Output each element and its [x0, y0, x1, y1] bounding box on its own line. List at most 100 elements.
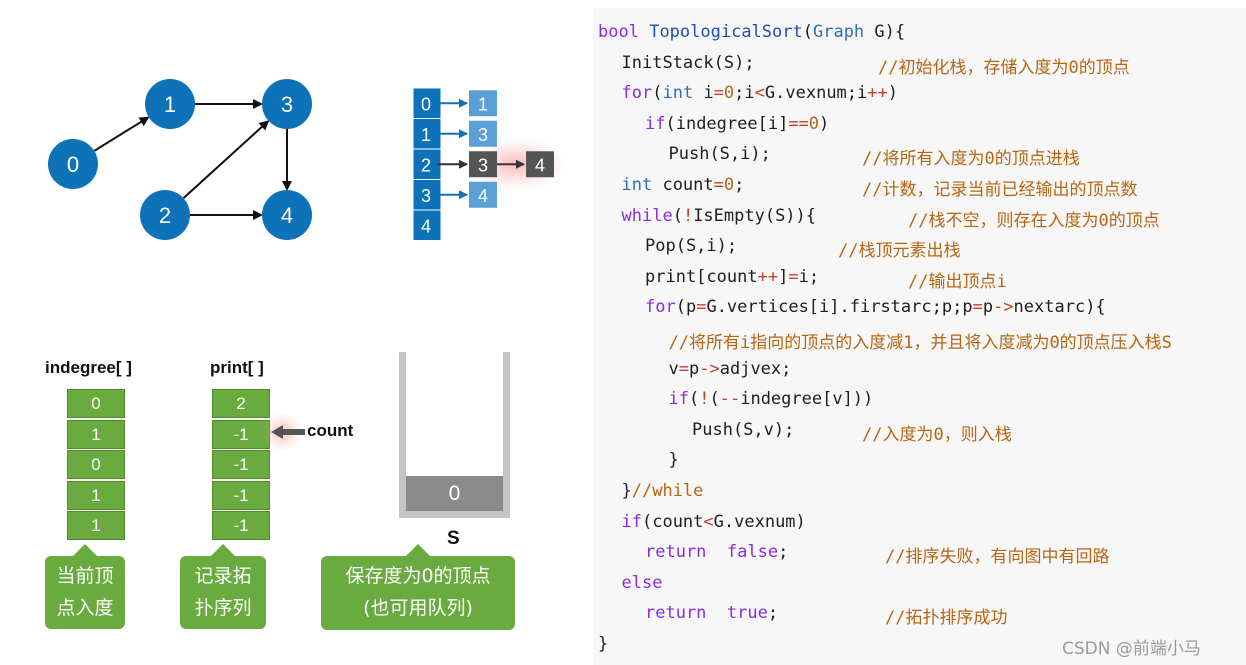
- graph-node-label-3: 3: [281, 92, 293, 117]
- code-line-11: v=p->adjvex;: [669, 359, 792, 379]
- code-line-13: Push(S,v); //入度为0，则入栈: [692, 419, 1012, 445]
- code-line-7: Pop(S,i);//栈顶元素出栈: [645, 236, 960, 261]
- stack-callout-line2: (也可用队列): [363, 597, 473, 619]
- adjacency-list-label-2-3: 3: [478, 155, 488, 175]
- adjacency-list-node-2-4: [526, 151, 554, 178]
- code-text-12: if(!(--indegree[v])): [668, 389, 874, 410]
- stack-callout-line1: 保存度为0的顶点: [345, 565, 491, 587]
- code-comment-13: //入度为0，则入栈: [862, 424, 1012, 445]
- code-line-9: for(p=G.vertices[i].firstarc;p;p=p->next…: [645, 297, 1106, 317]
- adjacency-vertex-2: [412, 148, 442, 180]
- indegree-cell-4: 1: [67, 511, 125, 540]
- adjacency-list-label-1-3: 3: [478, 125, 488, 145]
- code-comment-19: //拓扑排序成功: [885, 608, 1008, 629]
- code-text-5: int count=0;: [621, 175, 745, 195]
- code-comment-8: //输出顶点i: [908, 271, 1007, 292]
- graph-node-1: [145, 79, 195, 129]
- code-line-15: }//while: [622, 481, 704, 501]
- code-line-3: if(indegree[i]==0): [645, 114, 829, 134]
- code-text-20: }: [598, 634, 609, 654]
- indegree-cell-1: 1: [67, 419, 125, 449]
- code-comment-4: //将所有入度为0的顶点进栈: [862, 149, 1080, 170]
- stack-right-wall: [503, 352, 510, 518]
- code-text-18: else: [621, 572, 663, 593]
- adjacency-vertex-label-0: 0: [421, 94, 431, 114]
- code-line-20: }: [598, 634, 608, 654]
- indegree-label: indegree[ ]: [45, 358, 132, 377]
- graph-node-label-2: 2: [159, 203, 171, 228]
- code-line-12: if(!(--indegree[v])): [669, 389, 874, 409]
- code-text-1: InitStack(S);: [621, 52, 755, 73]
- graph-node-label-4: 4: [281, 203, 293, 228]
- code-text-4: Push(S,i);: [668, 144, 771, 165]
- adjacency-vertex-label-4: 4: [421, 216, 431, 236]
- graph-node-0: [48, 139, 98, 189]
- stack-container: 0: [399, 352, 510, 518]
- graph-node-label-0: 0: [67, 152, 79, 177]
- stack-left-wall: [399, 352, 406, 518]
- code-text-6: while(!IsEmpty(S)){: [621, 205, 817, 226]
- adjacency-list-node-0-1: [469, 90, 497, 117]
- adjacency-list-label-0-1: 1: [478, 94, 488, 114]
- stack-label: S: [447, 528, 460, 549]
- graph-edge-2-3: [182, 120, 270, 199]
- code-text-14: }: [668, 450, 679, 471]
- indegree-callout: 当前顶 点入度: [45, 544, 125, 629]
- code-text-7: Pop(S,i);: [645, 236, 738, 257]
- adjacency-list-node-2-3: [469, 151, 497, 178]
- code-line-5: int count=0; //计数，记录当前已经输出的顶点数: [621, 175, 1138, 200]
- code-text-13: Push(S,v);: [692, 419, 795, 440]
- code-line-1: InitStack(S); //初始化栈，存储入度为0的顶点: [621, 52, 1130, 78]
- indegree-cell-2: 0: [67, 450, 125, 479]
- code-text-8: print[count++]=i;: [645, 266, 820, 287]
- code-comment-6: //栈不空，则存在入度为0的顶点: [908, 210, 1160, 231]
- graph-node-4: [262, 190, 312, 240]
- print-cell-2: -1: [212, 450, 270, 479]
- code-line-6: while(!IsEmpty(S)){ //栈不空，则存在入度为0的顶点: [621, 205, 1160, 231]
- print-callout-line2: 扑序列: [194, 597, 252, 619]
- indegree-callout-line1: 当前顶: [56, 565, 114, 587]
- graph-node-2: [140, 190, 190, 240]
- code-comment-5: //计数，记录当前已经输出的顶点数: [862, 180, 1138, 200]
- code-line-4: Push(S,i); //将所有入度为0的顶点进栈: [668, 144, 1080, 169]
- code-line-2: for(int i=0;i<G.vexnum;i++): [622, 83, 899, 103]
- adjacency-list-node-1-3: [469, 120, 497, 147]
- indegree-cell-0: 0: [67, 389, 125, 418]
- graph-edges: [93, 99, 292, 220]
- code-text-0: bool TopologicalSort(Graph G){: [598, 22, 906, 42]
- adjacency-vertex-4: [412, 209, 442, 241]
- code-line-8: print[count++]=i; //输出顶点i: [645, 266, 1007, 292]
- code-text-15: }//while: [621, 481, 704, 501]
- adjacency-vertex-label-2: 2: [421, 155, 431, 175]
- print-callout: 记录拓 扑序列: [180, 544, 266, 629]
- adjacency-vertex-label-1: 1: [421, 125, 431, 145]
- code-text-11: v=p->adjvex;: [668, 358, 792, 379]
- code-comment-17: //排序失败，有向图中有回路: [885, 547, 1110, 568]
- graph-node-3: [262, 79, 312, 129]
- code-line-0: bool TopologicalSort(Graph G){: [598, 22, 905, 42]
- print-cell-0: 2: [212, 389, 270, 418]
- code-line-19: return true;//拓扑排序成功: [645, 603, 1007, 628]
- adjacency-list-label-3-4: 4: [478, 186, 488, 206]
- code-line-16: if(count<G.vexnum): [622, 512, 806, 532]
- print-cell-3: -1: [212, 480, 270, 510]
- code-comment-10: //将所有i指向的顶点的入度减1，并且将入度减为0的顶点压入栈S: [668, 333, 1172, 353]
- code-text-2: for(int i=0;i<G.vexnum;i++): [621, 83, 899, 104]
- adjacency-vertex-3: [412, 179, 442, 211]
- indegree-callout-line2: 点入度: [56, 597, 114, 619]
- print-label: print[ ]: [210, 358, 264, 377]
- graph-edge-0-1: [93, 116, 150, 152]
- code-text-17: return false;: [645, 542, 789, 563]
- code-comment-1: //初始化栈，存储入度为0的顶点: [878, 57, 1130, 78]
- stack-item-0: 0: [406, 476, 503, 511]
- adjacency-list-label-2-4: 4: [535, 155, 545, 175]
- code-line-18: else: [622, 573, 663, 593]
- indegree-cell-3: 1: [67, 480, 125, 510]
- code-text-3: if(indegree[i]==0): [645, 113, 830, 134]
- code-line-14: }: [669, 450, 679, 470]
- code-line-10: //将所有i指向的顶点的入度减1，并且将入度减为0的顶点压入栈S: [669, 328, 1172, 353]
